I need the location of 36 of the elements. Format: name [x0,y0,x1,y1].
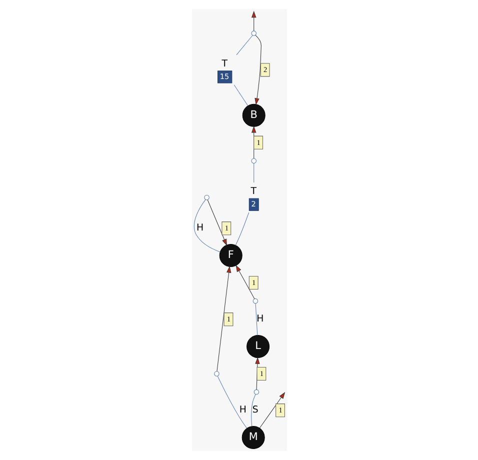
node-circle [250,158,256,164]
edge-label: 1 [226,314,230,324]
connector [216,376,247,428]
connector [250,394,256,427]
arrow [254,34,261,106]
node-circle: B [242,104,265,127]
connector [253,163,254,183]
node-label: T [221,58,227,70]
arrow [216,266,231,372]
connector [254,303,258,336]
edge-label: 1 [252,278,256,287]
node-label: T [250,186,256,198]
arrow [235,264,254,300]
node-circle: L [246,335,270,358]
connector [234,212,249,246]
node-circle [250,30,256,36]
edge-label: 1 [224,224,228,233]
arrow [250,10,256,32]
edge-label: 1 [278,406,282,415]
edge-label: 1 [256,138,260,147]
edge-label: H [196,222,204,234]
node-circle [214,371,219,376]
connector [193,199,220,252]
node-circle [253,389,259,395]
node-circle: F [218,244,242,268]
edge-label: 1 [259,368,264,378]
edge-label: S [252,404,258,416]
edge-label: 2 [263,65,267,74]
node-circle: M [241,426,264,450]
edge-label: H [238,404,246,416]
connector [236,35,252,56]
arrow [206,200,226,246]
edge-label: H [256,314,264,325]
connector [233,84,248,106]
node-circle [252,298,258,304]
node-circle [204,194,209,200]
